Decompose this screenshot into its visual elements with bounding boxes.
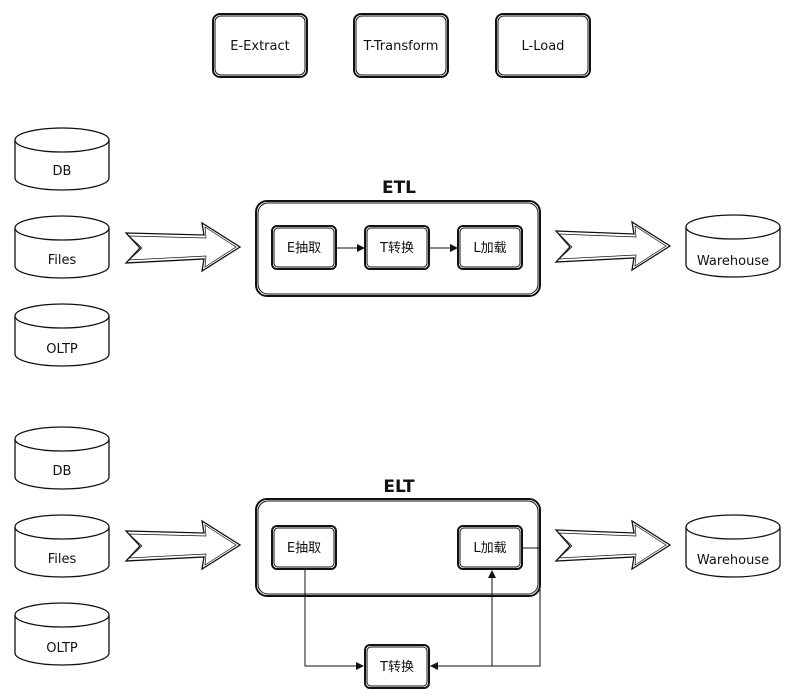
etl-step-extract: E抽取 bbox=[271, 225, 337, 270]
elt-source-oltp: OLTP bbox=[14, 602, 110, 666]
elt-step-transform: T转换 bbox=[364, 644, 430, 689]
elt-source-files: Files bbox=[14, 514, 110, 578]
elt-connector-transform-load bbox=[429, 570, 496, 667]
elt-step-load-label: L加载 bbox=[473, 541, 506, 556]
elt-source-files-label: Files bbox=[48, 552, 77, 567]
elt-step-transform-label: T转换 bbox=[379, 660, 414, 675]
elt-target-warehouse-label: Warehouse bbox=[697, 553, 769, 568]
elt-step-extract-label: E抽取 bbox=[287, 541, 321, 556]
etl-input-arrow bbox=[124, 221, 242, 273]
legend-load-box: L-Load bbox=[495, 13, 591, 78]
elt-target-warehouse: Warehouse bbox=[685, 514, 781, 578]
etl-source-files-label: Files bbox=[48, 253, 77, 268]
etl-source-oltp-label: OLTP bbox=[46, 342, 78, 357]
elt-step-load: L加载 bbox=[457, 525, 523, 570]
elt-input-arrow bbox=[124, 519, 242, 571]
etl-title: ETL bbox=[382, 178, 416, 198]
elt-source-db: DB bbox=[14, 426, 110, 490]
etl-source-files: Files bbox=[14, 215, 110, 279]
elt-output-arrow bbox=[554, 519, 672, 571]
legend-load-label: L-Load bbox=[522, 39, 565, 54]
elt-connector-load-transform bbox=[430, 547, 541, 670]
legend-extract-label: E-Extract bbox=[230, 39, 289, 54]
etl-step-load: L加载 bbox=[457, 225, 523, 270]
etl-step-extract-label: E抽取 bbox=[287, 241, 321, 256]
etl-step-transform-label: T转换 bbox=[379, 241, 414, 256]
etl-source-oltp: OLTP bbox=[14, 303, 110, 367]
legend-transform-label: T-Transform bbox=[363, 39, 439, 54]
etl-source-db: DB bbox=[14, 127, 110, 191]
elt-connector-extract-transform bbox=[304, 569, 364, 670]
legend-extract-box: E-Extract bbox=[212, 13, 308, 78]
elt-source-oltp-label: OLTP bbox=[46, 641, 78, 656]
etl-step-transform: T转换 bbox=[364, 225, 430, 270]
elt-title: ELT bbox=[383, 477, 415, 497]
elt-source-db-label: DB bbox=[53, 464, 72, 479]
elt-step-extract: E抽取 bbox=[271, 525, 337, 570]
etl-target-warehouse-label: Warehouse bbox=[697, 254, 769, 269]
etl-container bbox=[255, 200, 541, 297]
etl-step-load-label: L加载 bbox=[473, 241, 506, 256]
etl-target-warehouse: Warehouse bbox=[685, 214, 781, 278]
etl-output-arrow bbox=[554, 220, 672, 272]
legend-transform-box: T-Transform bbox=[353, 13, 449, 78]
etl-source-db-label: DB bbox=[53, 164, 72, 179]
